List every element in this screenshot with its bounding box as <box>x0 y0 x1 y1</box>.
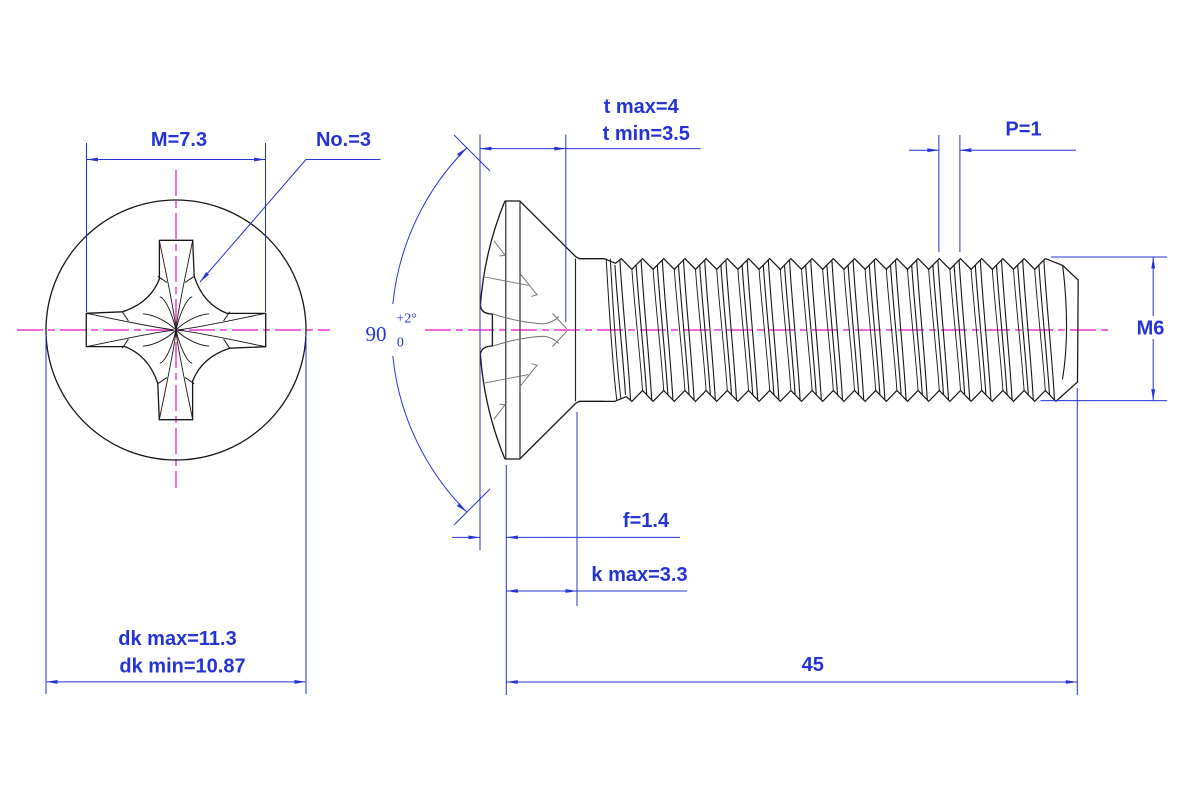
svg-text:45: 45 <box>802 654 824 676</box>
svg-text:M6: M6 <box>1137 318 1165 340</box>
svg-text:dk min=10.87: dk min=10.87 <box>119 656 245 678</box>
svg-text:+2°: +2° <box>396 312 417 327</box>
svg-text:P=1: P=1 <box>1005 119 1041 141</box>
svg-text:dk max=11.3: dk max=11.3 <box>118 628 236 650</box>
svg-text:t max=4: t max=4 <box>604 96 680 118</box>
svg-text:f=1.4: f=1.4 <box>623 510 670 532</box>
svg-text:k max=3.3: k max=3.3 <box>591 564 687 586</box>
svg-text:M=7.3: M=7.3 <box>151 129 207 151</box>
svg-text:No.=3: No.=3 <box>316 129 371 151</box>
svg-text:90: 90 <box>366 322 387 346</box>
svg-text:t min=3.5: t min=3.5 <box>603 123 690 145</box>
svg-text:0: 0 <box>397 335 404 350</box>
